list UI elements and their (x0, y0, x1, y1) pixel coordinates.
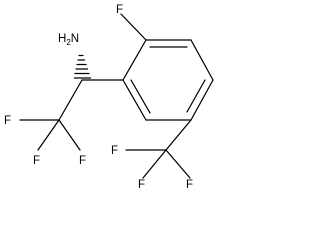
benzene-ring (122, 39, 214, 121)
cf3-right-fluorine-2: F (138, 179, 145, 189)
amine-label: H2N (58, 33, 79, 47)
cf3-left-fluorine-3: F (79, 155, 86, 167)
cf3-left-fluorine-2: F (33, 155, 40, 167)
cf3-right-fluorine-1: F (111, 145, 118, 157)
bond-ring-to-f (120, 13, 147, 41)
bond-ring-to-cf3 (165, 119, 192, 151)
cf3-left-fluorine-1: F (4, 115, 11, 127)
bond-chiral-to-cf3 (58, 79, 83, 121)
bond-cf3b-f-down (142, 149, 167, 179)
structure-canvas: H2N F F F F F F F (4, 4, 214, 189)
molecule-diagram: H2N F F F F F F F (4, 4, 214, 189)
bond-cf3-f-down (37, 119, 60, 151)
bond-cf3b-f-right (165, 149, 191, 179)
stereo-hash-bond (73, 54, 92, 79)
cf3-right-fluorine-3: F (186, 179, 193, 189)
bond-cf3-f-right (58, 119, 81, 151)
ring-fluorine-label: F (116, 4, 123, 16)
